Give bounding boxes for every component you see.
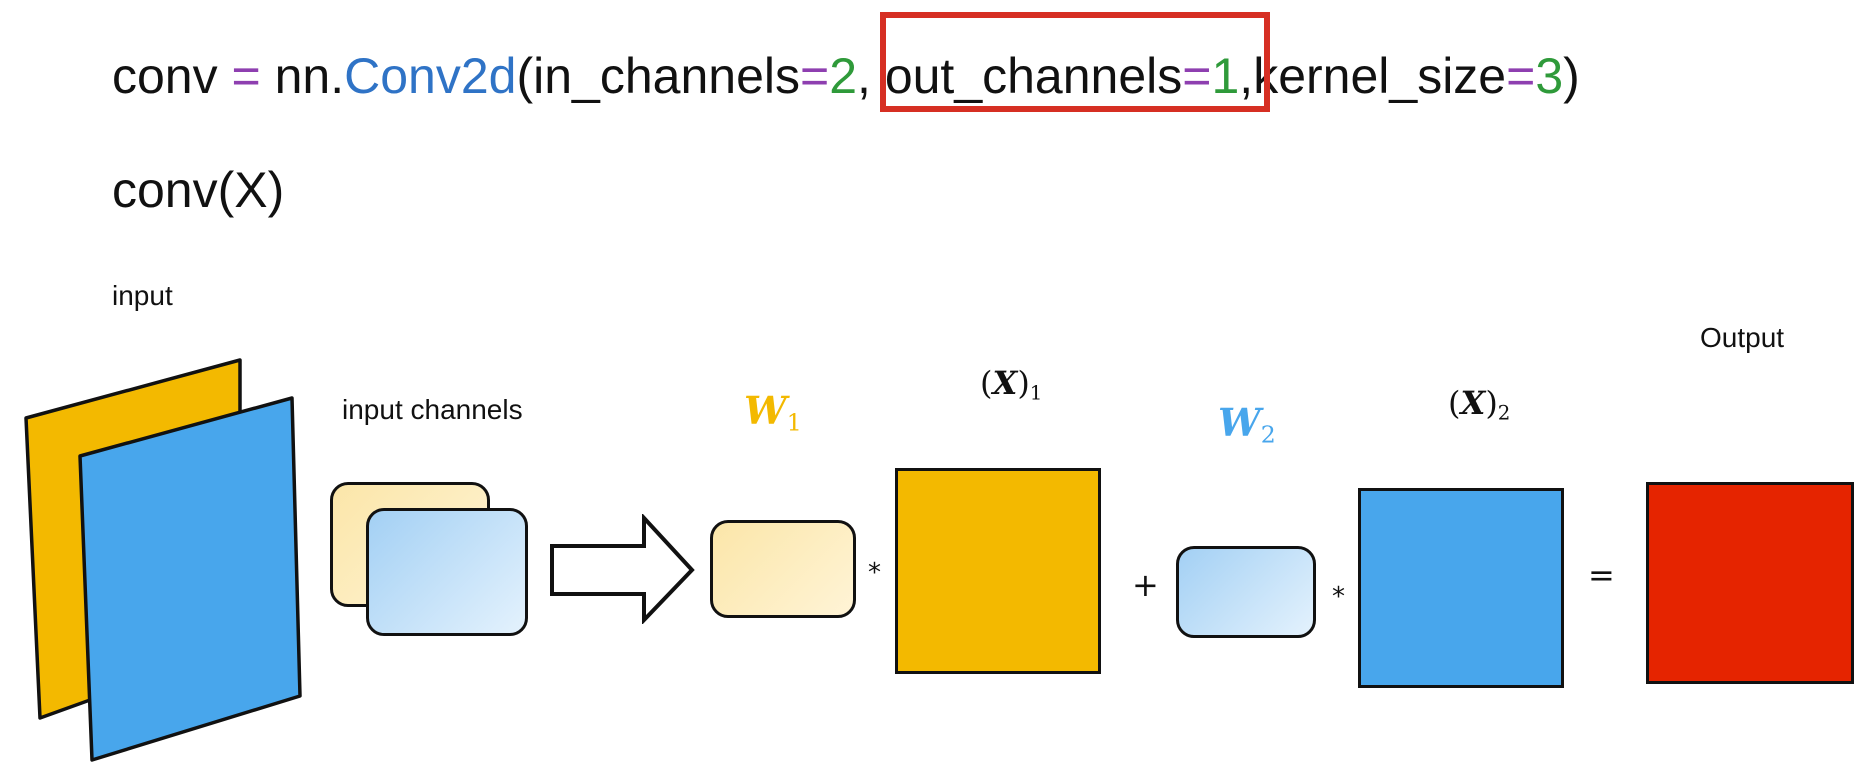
x1-base: X	[992, 364, 1018, 402]
code-separator-1: ,	[857, 48, 885, 104]
input-channel-kernel-blue	[366, 508, 528, 636]
code-line-conv-call: conv(X)	[112, 162, 285, 218]
x2-close-paren: )	[1485, 384, 1498, 422]
code-function: Conv2d	[344, 48, 517, 104]
input-plane-blue	[78, 396, 302, 762]
code-assign: =	[217, 48, 275, 104]
x2-channel-square	[1358, 488, 1564, 688]
right-arrow-icon	[550, 514, 695, 624]
x1-channel-square	[895, 468, 1101, 674]
x2-open-paren: (	[1448, 384, 1461, 422]
code-param-kernel-size: kernel_size	[1253, 48, 1507, 104]
x2-label: (X)2	[1448, 384, 1510, 425]
plus-operator: +	[1132, 566, 1159, 604]
w2-kernel	[1176, 546, 1316, 638]
output-channel-square	[1646, 482, 1854, 684]
x1-label: (X)1	[980, 364, 1042, 405]
code-value-kernel-size: 3	[1535, 48, 1564, 104]
input-label: input	[112, 280, 173, 311]
w2-label: W2	[1218, 400, 1276, 449]
output-label: Output	[1700, 322, 1785, 353]
multiply-operator-1: *	[868, 558, 881, 588]
code-eq-2: =	[1182, 48, 1212, 104]
x1-close-paren: )	[1017, 364, 1030, 402]
x2-subscript: 2	[1497, 401, 1511, 425]
code-separator-2: ,	[1239, 48, 1254, 104]
code-eq-1: =	[800, 48, 830, 104]
w1-base: W	[744, 388, 787, 433]
w2-base: W	[1218, 400, 1261, 445]
code-line-conv-definition: conv = nn.Conv2d(in_channels=2, out_chan…	[112, 46, 1580, 106]
code-module: nn.	[274, 48, 345, 104]
w2-subscript: 2	[1260, 420, 1276, 449]
code-param-out-channels: out_channels	[884, 48, 1183, 104]
code-eq-3: =	[1506, 48, 1536, 104]
code-value-out-channels: 1	[1211, 48, 1240, 104]
code-param-in-channels: in_channels	[533, 48, 800, 104]
x1-open-paren: (	[980, 364, 993, 402]
code-value-in-channels: 2	[829, 48, 858, 104]
input-planes-diagram	[24, 358, 302, 762]
code-open-paren: (	[516, 48, 534, 104]
multiply-operator-2: *	[1332, 582, 1345, 612]
x1-subscript: 1	[1029, 381, 1043, 405]
code-var: conv	[112, 48, 218, 104]
w1-subscript: 1	[786, 408, 802, 437]
out-channels-highlight-box	[880, 12, 1270, 112]
w1-label: W1	[744, 388, 802, 437]
code-close-paren: )	[1563, 48, 1580, 104]
x2-base: X	[1460, 384, 1486, 422]
input-channels-label: input channels	[342, 394, 523, 425]
equals-operator: =	[1588, 556, 1615, 594]
w1-kernel	[710, 520, 856, 618]
